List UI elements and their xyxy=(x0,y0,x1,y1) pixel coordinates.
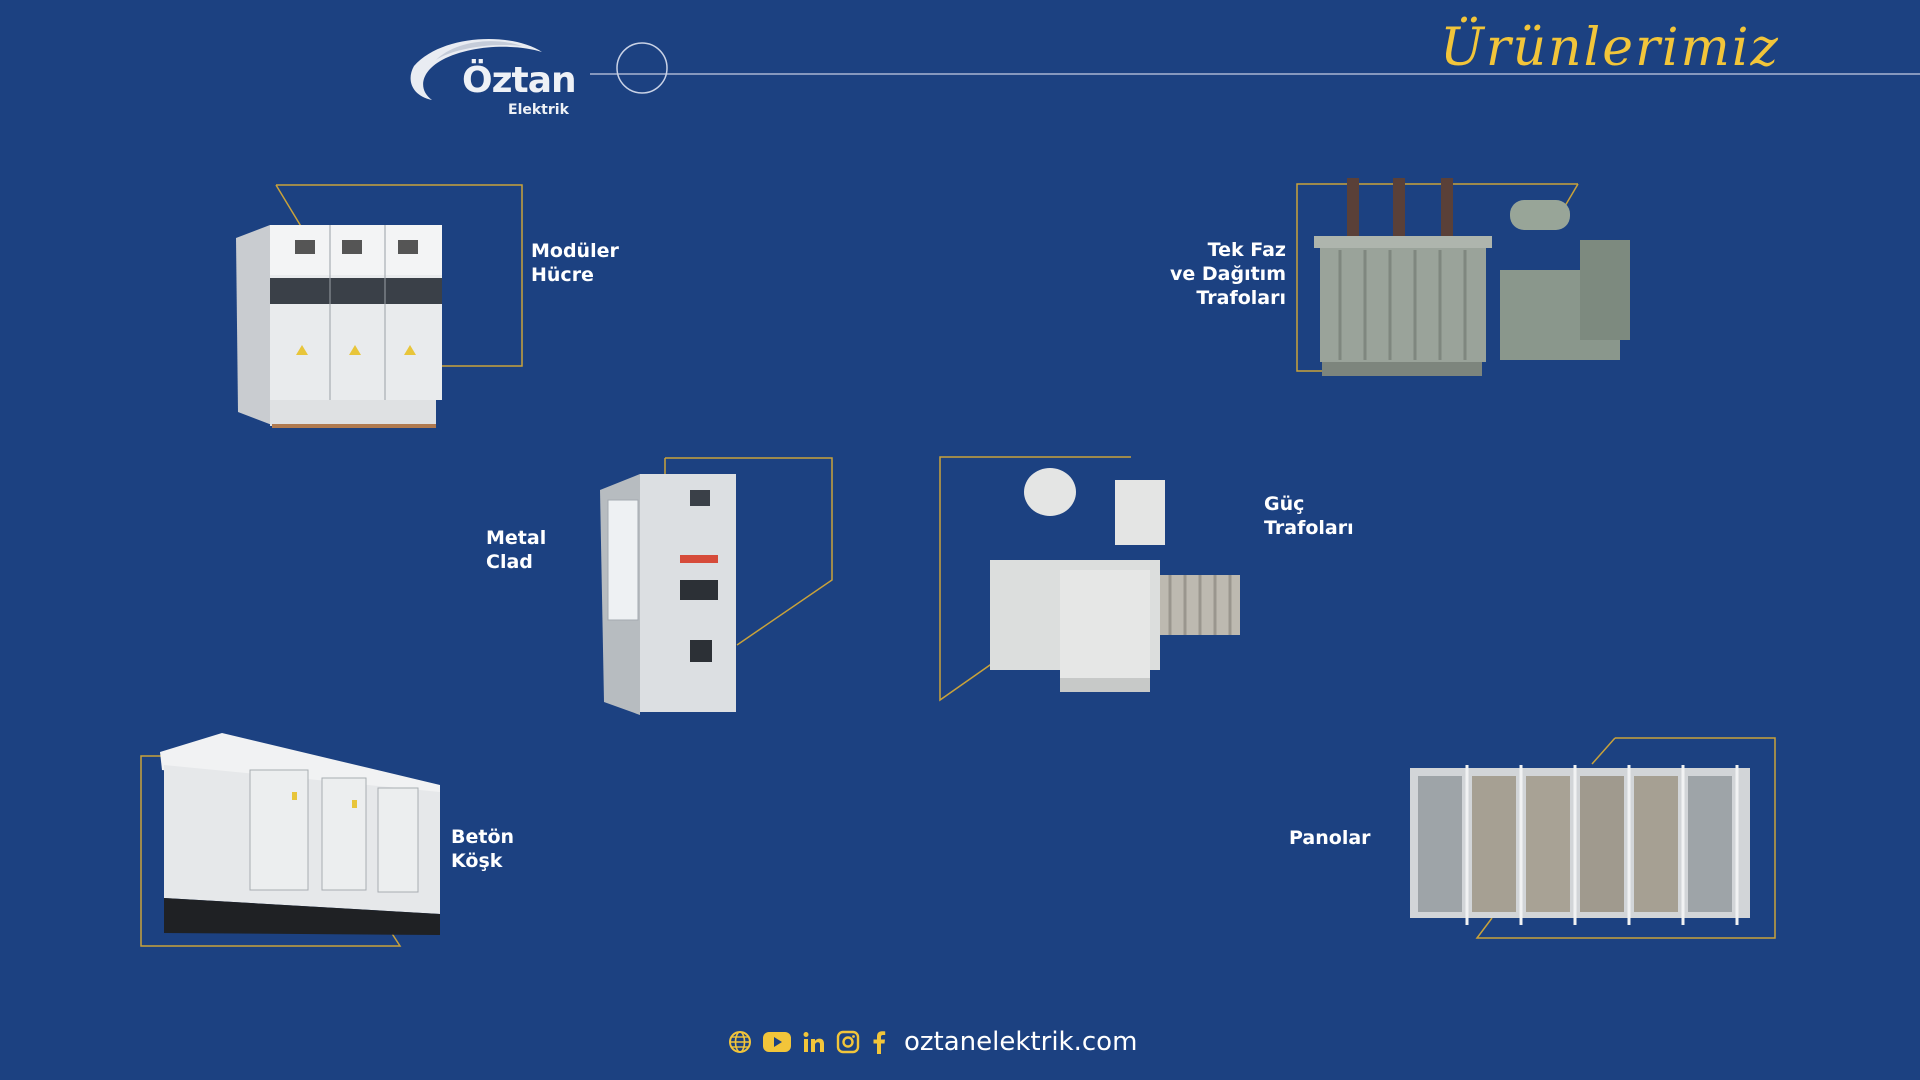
modular-cell-image xyxy=(236,225,442,428)
power-transformer-image xyxy=(990,468,1240,692)
globe-icon[interactable] xyxy=(728,1030,752,1054)
footer: oztanelektrik.com xyxy=(728,1024,1137,1060)
concrete-kiosk-image xyxy=(160,733,440,935)
modular-cell-frame xyxy=(275,184,523,367)
product-label-distribution-transformers: Tek Faz ve Dağıtım Trafoları xyxy=(1170,239,1286,309)
header-circle xyxy=(616,42,668,94)
product-label-concrete-kiosk: Betön Köşk xyxy=(451,826,515,872)
distribution-transformer-image xyxy=(1314,178,1630,376)
product-label-power-transformers: Güç Trafoları xyxy=(1264,493,1354,539)
brand-subtitle: Elektrik xyxy=(508,102,569,118)
panels-frame xyxy=(1475,737,1776,939)
brand-name: Öztan xyxy=(462,60,577,101)
linkedin-icon[interactable] xyxy=(802,1030,826,1054)
brand-logo: Öztan Elektrik xyxy=(402,30,582,122)
brand-swoosh-icon xyxy=(410,39,542,100)
product-label-modular-cell: Modüler Hücre xyxy=(531,240,619,286)
instagram-icon[interactable] xyxy=(836,1030,860,1054)
page-title: Ürünlerimiz xyxy=(1440,18,1780,78)
metal-clad-frame xyxy=(664,457,833,646)
concrete-kiosk-frame xyxy=(140,755,402,947)
website-link[interactable]: oztanelektrik.com xyxy=(904,1027,1138,1057)
product-label-panels: Panolar xyxy=(1289,827,1371,849)
metal-clad-image xyxy=(600,474,736,715)
panels-image xyxy=(1410,765,1750,925)
product-label-metal-clad: Metal Clad xyxy=(486,527,547,573)
facebook-icon[interactable] xyxy=(870,1030,888,1054)
youtube-icon[interactable] xyxy=(762,1030,792,1054)
